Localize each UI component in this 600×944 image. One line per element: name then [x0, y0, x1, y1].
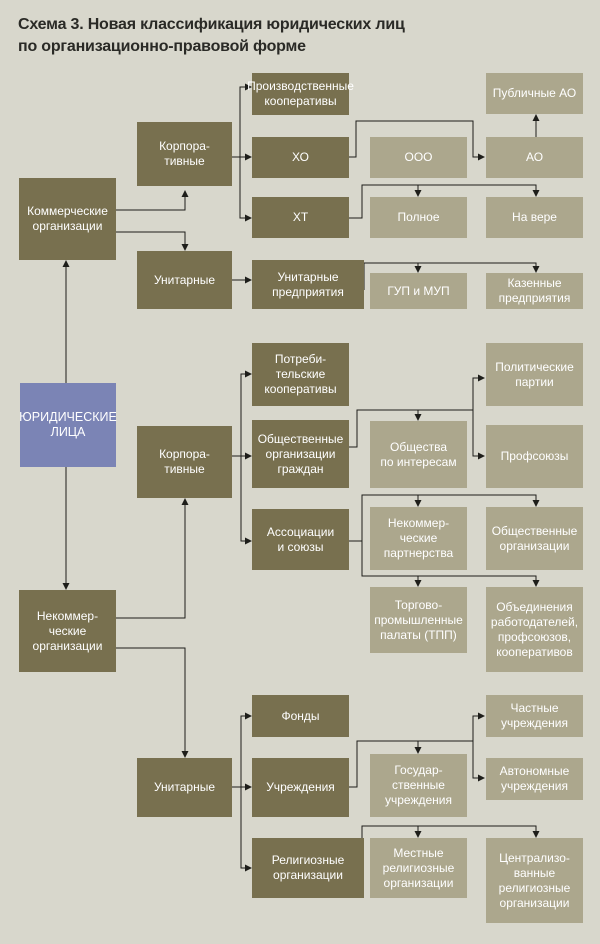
commercial-label: Коммерческие организации: [27, 204, 108, 233]
religious-organizations-label: Религиозные организации: [271, 853, 345, 882]
noncommercial-partnerships: Некоммер- ческие партнерства: [370, 507, 467, 570]
autonomous-institutions-label: Автономные учреждения: [499, 764, 570, 793]
employer-union-associations: Объединения работодателей, профсоюзов, к…: [486, 587, 583, 672]
commercial-organizations: Коммерческие организации: [19, 178, 116, 260]
noncommercial-corporate-label: Корпора- тивные: [159, 447, 210, 476]
public-ao-label: Публичные АО: [492, 86, 577, 100]
noncommercial-label: Некоммер- ческие организации: [32, 608, 103, 653]
institutions: Учреждения: [252, 758, 349, 817]
limited-partnership-label: На вере: [512, 210, 557, 224]
political-parties-label: Политические партии: [495, 359, 574, 389]
public-organizations: Общественные организации: [486, 507, 583, 570]
treasury-enterprises: Казенные предприятия: [486, 273, 583, 309]
trade-unions-label: Профсоюзы: [500, 449, 569, 463]
public-ao: Публичные АО: [486, 73, 583, 114]
chambers-of-commerce-label: Торгово- промышленные палаты (ТПП): [374, 597, 463, 642]
local-religious-organizations: Местные религиозные организации: [370, 838, 467, 898]
centralized-religious-organizations-label: Централизо- ванные религиозные организац…: [498, 850, 571, 910]
private-institutions-label: Частные учреждения: [501, 701, 568, 730]
ooo-label: ООО: [404, 150, 433, 164]
business-companies: ХО: [252, 137, 349, 178]
full-partnership-label: Полное: [397, 210, 440, 224]
commercial-unitary-label: Унитарные: [153, 272, 216, 287]
consumer-cooperatives: Потреби- тельские кооперативы: [252, 343, 349, 406]
full-partnership: Полное: [370, 197, 467, 238]
business-companies-label: ХО: [292, 150, 309, 164]
business-partnerships: ХТ: [252, 197, 349, 238]
root-legal-entities: ЮРИДИЧЕСКИЕ ЛИЦА: [19, 383, 117, 467]
centralized-religious-organizations: Централизо- ванные религиозные организац…: [486, 838, 583, 923]
state-institutions: Государ- ственные учреждения: [370, 754, 467, 817]
religious-organizations: Религиозные организации: [252, 838, 364, 898]
noncommercial-corporate: Корпора- тивные: [137, 426, 232, 498]
interest-societies: Общества по интересам: [370, 421, 467, 488]
ao-label: АО: [525, 150, 544, 164]
funds-label: Фонды: [281, 708, 320, 723]
business-partnerships-label: ХТ: [292, 210, 309, 224]
commercial-unitary: Унитарные: [137, 251, 232, 309]
local-religious-organizations-label: Местные религиозные организации: [382, 845, 455, 890]
institutions-label: Учреждения: [266, 780, 335, 794]
gup-mup-label: ГУП и МУП: [387, 283, 450, 298]
autonomous-institutions: Автономные учреждения: [486, 758, 583, 800]
associations-and-unions: Ассоциации и союзы: [252, 509, 349, 570]
ooo-llc: ООО: [370, 137, 467, 178]
political-parties: Политические партии: [486, 343, 583, 406]
associations-and-unions-label: Ассоциации и союзы: [266, 524, 335, 554]
unitary-enterprises: Унитарные предприятия: [252, 260, 364, 309]
state-institutions-label: Государ- ственные учреждения: [385, 763, 452, 807]
title-line-2: по организационно-правовой форме: [18, 38, 306, 55]
consumer-cooperatives-label: Потреби- тельские кооперативы: [264, 352, 337, 396]
gup-mup: ГУП и МУП: [370, 273, 467, 309]
treasury-enterprises-label: Казенные предприятия: [498, 276, 571, 305]
noncommercial-unitary: Унитарные: [137, 758, 232, 817]
production-cooperatives-label: Производственные кооперативы: [247, 79, 354, 108]
noncommercial-partnerships-label: Некоммер- ческие партнерства: [383, 516, 454, 560]
noncommercial-organizations: Некоммер- ческие организации: [19, 590, 116, 672]
interest-societies-label: Общества по интересам: [380, 439, 457, 469]
trade-unions: Профсоюзы: [486, 425, 583, 488]
commercial-corporate: Корпора- тивные: [137, 122, 232, 186]
production-cooperatives: Производственные кооперативы: [247, 73, 354, 115]
citizens-public-organizations: Общественные организации граждан: [252, 420, 349, 488]
noncommercial-unitary-label: Унитарные: [153, 780, 216, 794]
title-line-1: Схема 3. Новая классификация юридических…: [18, 16, 405, 33]
public-organizations-label: Общественные организации: [491, 523, 578, 553]
citizens-public-organizations-label: Общественные организации граждан: [257, 431, 344, 476]
chambers-of-commerce: Торгово- промышленные палаты (ТПП): [370, 587, 467, 653]
limited-partnership: На вере: [486, 197, 583, 238]
private-institutions: Частные учреждения: [486, 695, 583, 737]
unitary-enterprises-label: Унитарные предприятия: [272, 269, 344, 299]
employer-union-associations-label: Объединения работодателей, профсоюзов, к…: [490, 599, 579, 659]
ao-jsc: АО: [486, 137, 583, 178]
funds: Фонды: [252, 695, 349, 737]
root-label: ЮРИДИЧЕСКИЕ ЛИЦА: [19, 410, 117, 439]
commercial-corporate-label: Корпора- тивные: [159, 139, 210, 168]
diagram-title: Схема 3. Новая классификация юридических…: [18, 14, 578, 58]
